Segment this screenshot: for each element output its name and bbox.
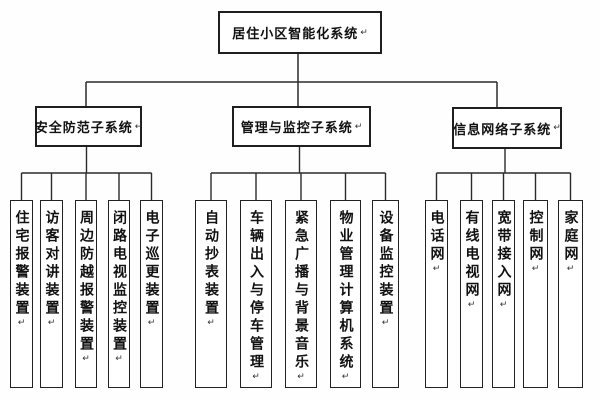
paragraph-mark: ↵	[466, 300, 477, 310]
branch-label: 管理与监控子系统	[240, 121, 353, 136]
leaf-box: 设备监控装置↵	[372, 200, 399, 388]
leaf-label: 控制网	[527, 210, 544, 264]
leaf-box: 有线电视网↵	[460, 200, 483, 388]
leaf-label: 物业管理计算机系统	[337, 210, 354, 372]
paragraph-mark: ↵	[380, 318, 391, 328]
leaf-label: 有线电视网	[463, 210, 480, 300]
leaf-label: 设备监控装置	[377, 210, 394, 318]
paragraph-mark: ↵	[340, 372, 351, 382]
branch-label: 信息网络子系统	[453, 122, 552, 138]
leaf-label: 宽带接入网	[495, 210, 512, 300]
branch-label: 安全防范子系统	[34, 121, 133, 136]
leaf-box: 控制网↵	[523, 200, 548, 388]
leaf-box: 电话网↵	[425, 200, 448, 388]
paragraph-mark: ↵	[296, 372, 306, 382]
paragraph-mark: ↵	[431, 264, 442, 274]
leaf-box: 家庭网↵	[558, 200, 583, 388]
root-label: 居住小区智能化系统	[232, 27, 359, 42]
paragraph-mark: ↵	[354, 121, 363, 132]
root-node: 居住小区智能化系统 ↵	[218, 11, 382, 54]
leaf-label: 电子巡更装置	[143, 210, 160, 318]
paragraph-mark: ↵	[498, 300, 509, 310]
branch-node-security: 安全防范子系统 ↵	[35, 106, 142, 147]
paragraph-mark: ↵	[206, 318, 216, 328]
leaf-box: 访客对讲装置↵	[40, 200, 63, 388]
paragraph-mark: ↵	[251, 372, 261, 382]
leaf-box: 物业管理计算机系统↵	[330, 200, 361, 388]
leaf-label: 紧急广播与背景音乐	[293, 210, 309, 372]
branch-node-network: 信息网络子系统 ↵	[452, 107, 562, 149]
leaf-box: 自动抄表装置↵	[195, 200, 227, 388]
leaf-box: 紧急广播与背景音乐↵	[285, 200, 317, 388]
leaf-label: 周边防越报警装置	[78, 210, 94, 354]
paragraph-mark: ↵	[146, 318, 157, 328]
paragraph-mark: ↵	[360, 27, 368, 38]
leaf-label: 自动抄表装置	[203, 210, 219, 318]
leaf-box: 宽带接入网↵	[492, 200, 515, 388]
leaf-label: 访客对讲装置	[43, 210, 60, 318]
leaf-label: 家庭网	[562, 210, 579, 264]
leaf-label: 闭路电视监控装置	[111, 210, 127, 354]
leaf-label: 电话网	[428, 210, 445, 264]
paragraph-mark: ↵	[565, 264, 576, 274]
leaf-label: 车辆出入与停车管理	[248, 210, 264, 372]
leaf-box: 周边防越报警装置↵	[75, 200, 97, 388]
leaf-label: 住宅报警装置	[13, 210, 30, 318]
paragraph-mark: ↵	[553, 123, 561, 133]
branch-node-management: 管理与监控子系统 ↵	[232, 106, 371, 147]
paragraph-mark: ↵	[530, 264, 541, 274]
paragraph-mark: ↵	[16, 318, 27, 328]
paragraph-mark: ↵	[46, 318, 57, 328]
paragraph-mark: ↵	[81, 354, 91, 364]
paragraph-mark: ↵	[134, 121, 143, 132]
paragraph-mark: ↵	[114, 354, 124, 364]
leaf-box: 住宅报警装置↵	[10, 200, 33, 388]
leaf-box: 闭路电视监控装置↵	[108, 200, 130, 388]
leaf-box: 车辆出入与停车管理↵	[240, 200, 272, 388]
leaf-box: 电子巡更装置↵	[140, 200, 163, 388]
